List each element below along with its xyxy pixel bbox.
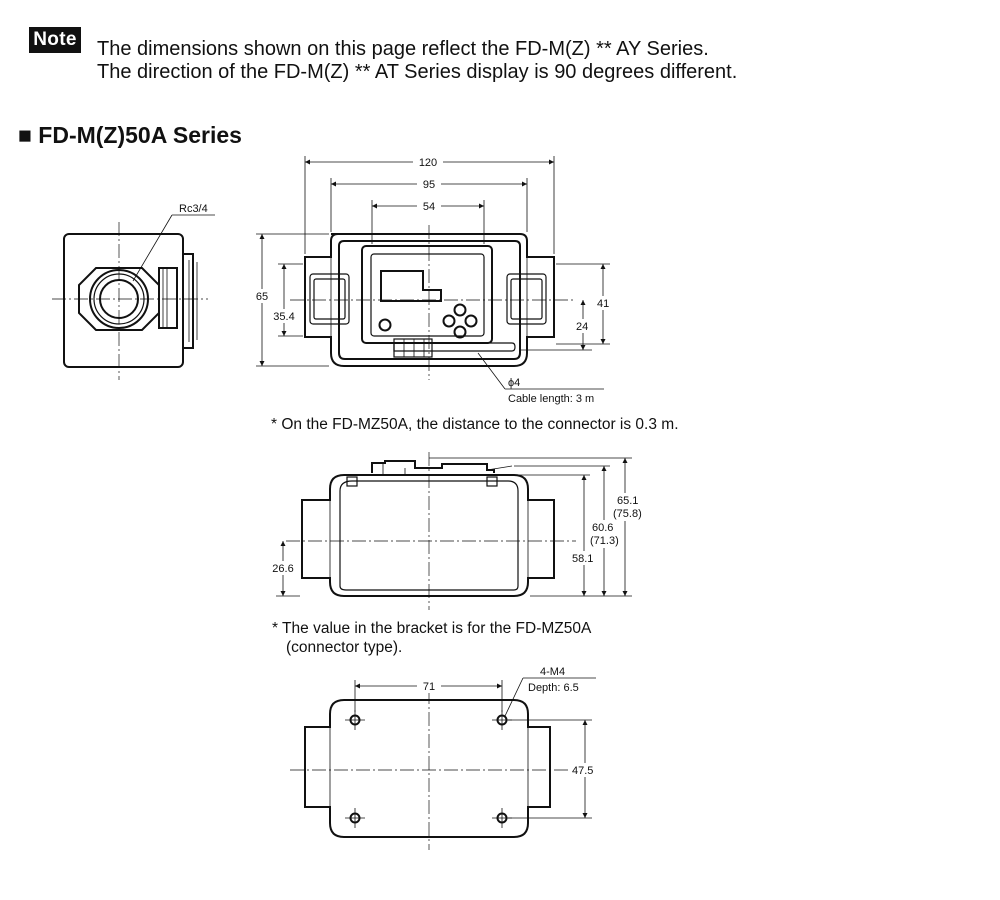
dim-65-1: 65.1 [617,495,638,507]
side-view-body [63,233,184,368]
holes-label: 4-M4 [540,666,565,678]
dim-71-3: (71.3) [590,535,619,547]
dim-95: 95 [423,179,435,191]
note-line-1: The dimensions shown on this page reflec… [97,38,709,60]
note-badge: Note [29,27,81,53]
cable [393,342,516,352]
side-view-flange [183,253,194,349]
port-octagon [78,267,160,331]
button-up [453,303,467,317]
dim-47-5: 47.5 [572,765,593,777]
dim-120: 120 [419,157,437,169]
side-view-nut [158,267,178,329]
section-title: ■ FD-M(Z)50A Series [18,122,242,148]
footnote-bracket-line-1: * The value in the bracket is for the FD… [272,620,592,637]
top-view-body [301,474,555,597]
holes-depth: Depth: 6.5 [528,682,579,694]
button-down [453,325,467,339]
dim-41: 41 [597,298,609,310]
footnote-bracket-line-2: (connector type). [286,639,403,656]
dim-54: 54 [423,201,435,213]
cable-diameter: ϕ4 [508,377,520,389]
dim-58-1: 58.1 [572,553,593,565]
bottom-view-body [304,699,551,838]
cable-length: Cable length: 3 m [508,393,594,405]
bottom-view: 71 47.5 4-M4 Depth: 6.5 [290,666,601,850]
footnote-connector-distance: * On the FD-MZ50A, the distance to the c… [271,416,679,433]
thread-label: Rc3/4 [179,203,208,215]
display-window [380,270,442,302]
cable-clamp [393,338,433,358]
indicator-led [378,318,392,332]
dim-35-4: 35.4 [273,311,294,323]
dim-75-8: (75.8) [613,508,642,520]
dim-26-6: 26.6 [272,563,293,575]
top-view: 26.6 58.1 60.6 (71.3) 65.1 (75.8) [267,452,648,610]
dim-24: 24 [576,321,588,333]
mounting-holes [345,710,512,828]
side-view: Rc3/4 [52,203,215,380]
top-view-display-cap [371,460,495,473]
front-view: 120 95 54 65 35.4 41 24 [252,155,617,405]
dim-71: 71 [423,681,435,693]
dim-65: 65 [256,291,268,303]
dim-60-6: 60.6 [592,522,613,534]
button-left [442,314,456,328]
button-right [464,314,478,328]
note-line-2: The direction of the FD-M(Z) ** AT Serie… [97,61,738,83]
